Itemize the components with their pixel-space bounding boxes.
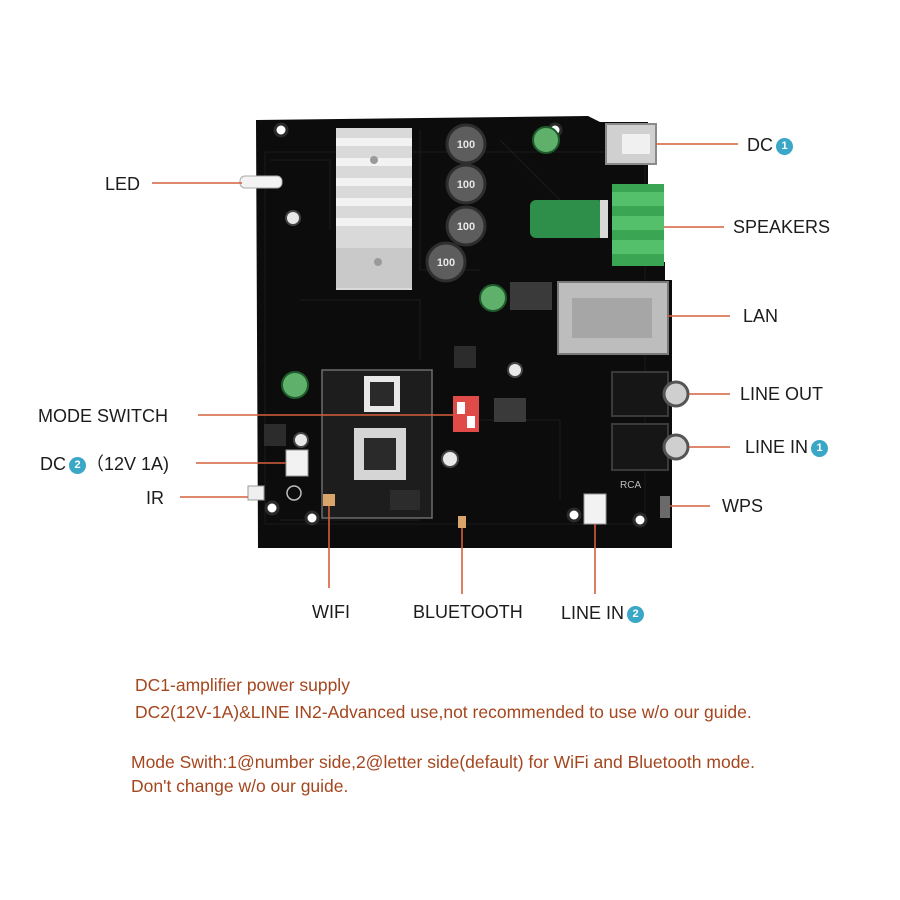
dc2-connector	[285, 449, 309, 477]
label-dc2-suffix: （12V 1A)	[86, 454, 170, 474]
speaker-terminal	[612, 184, 664, 266]
led-part	[239, 175, 283, 189]
ic-chips	[264, 282, 552, 510]
note-line-4: Don't change w/o our guide.	[131, 776, 349, 796]
note-line-2: DC2(12V-1A)&LINE IN2-Advanced use,not re…	[135, 702, 752, 722]
label-line-in-1-text: LINE IN	[745, 437, 809, 457]
inductor-marking: 100	[457, 179, 475, 191]
badge-2: 2	[627, 606, 645, 623]
label-lan: LAN	[743, 306, 779, 326]
label-mode-switch: MODE SWITCH	[38, 406, 168, 426]
label-wps: WPS	[722, 496, 764, 516]
lan-port	[557, 281, 669, 355]
leader-lines	[152, 143, 738, 594]
bt-antenna	[458, 516, 466, 528]
badge-1: 1	[776, 138, 793, 155]
inductor-marking: 100	[457, 221, 475, 233]
line-in-2-connector	[583, 493, 607, 525]
note-line-1: DC1-amplifier power supply	[135, 675, 350, 695]
label-speakers: SPEAKERS	[733, 217, 831, 237]
heatsink	[336, 128, 412, 290]
label-dc1-text: DC	[747, 135, 773, 155]
wifi-antenna	[323, 494, 335, 506]
badge-1: 1	[811, 440, 829, 457]
rca-jacks	[611, 371, 690, 471]
rca-silkscreen: RCA	[620, 480, 641, 491]
capacitors	[281, 126, 608, 468]
dc1-jack	[605, 123, 657, 165]
label-ir: IR	[146, 488, 164, 508]
label-led: LED	[105, 174, 141, 194]
label-line-in-2-text: LINE IN	[561, 603, 625, 623]
note-line-3: Mode Swith:1@number side,2@letter side(d…	[131, 752, 756, 772]
label-bluetooth: BLUETOOTH	[413, 602, 523, 622]
wps-button	[660, 496, 670, 518]
inductor-marking: 100	[437, 257, 455, 269]
label-wifi: WIFI	[312, 602, 350, 622]
badge-2: 2	[69, 457, 86, 474]
label-dc2-text: DC	[40, 454, 66, 474]
mode-switch-dip	[453, 396, 479, 432]
ir-receiver	[247, 485, 302, 501]
label-line-out: LINE OUT	[740, 384, 824, 404]
inductors	[425, 123, 487, 283]
inductor-marking: 100	[457, 139, 475, 151]
